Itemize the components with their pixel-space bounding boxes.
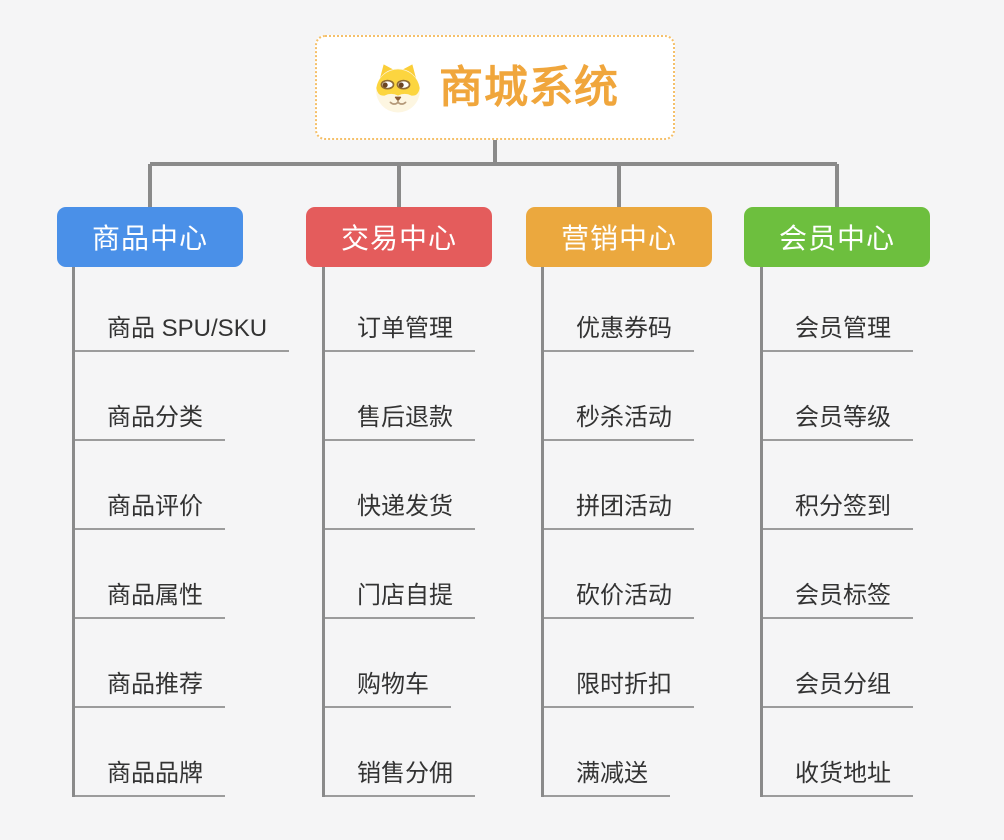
branch-node-marketing-center[interactable]: 营销中心 [526,207,712,267]
child-node[interactable]: 砍价活动 [544,530,694,619]
child-node[interactable]: 商品推荐 [75,619,225,708]
branch-children-member-center: 会员管理 会员等级 积分签到 会员标签 会员分组 收货地址 [760,267,913,797]
child-node[interactable]: 满减送 [544,708,670,797]
branch-children-marketing-center: 优惠券码 秒杀活动 拼团活动 砍价活动 限时折扣 满减送 [541,267,694,797]
child-node[interactable]: 拼团活动 [544,441,694,530]
child-node[interactable]: 会员等级 [763,352,913,441]
branch-children-trade-center: 订单管理 售后退款 快递发货 门店自提 购物车 销售分佣 [322,267,475,797]
child-node[interactable]: 销售分佣 [325,708,475,797]
child-node[interactable]: 快递发货 [325,441,475,530]
child-node[interactable]: 会员标签 [763,530,913,619]
child-node[interactable]: 收货地址 [763,708,913,797]
child-node[interactable]: 积分签到 [763,441,913,530]
child-node[interactable]: 商品评价 [75,441,225,530]
child-node[interactable]: 订单管理 [325,267,475,352]
branch-node-member-center[interactable]: 会员中心 [744,207,930,267]
child-node[interactable]: 商品分类 [75,352,225,441]
branch-node-product-center[interactable]: 商品中心 [57,207,243,267]
child-node[interactable]: 商品属性 [75,530,225,619]
root-node[interactable]: 商城系统 [315,35,675,140]
child-node[interactable]: 限时折扣 [544,619,694,708]
branch-children-product-center: 商品 SPU/SKU 商品分类 商品评价 商品属性 商品推荐 商品品牌 [72,267,290,797]
child-node[interactable]: 优惠券码 [544,267,694,352]
branch-node-trade-center[interactable]: 交易中心 [306,207,492,267]
child-node[interactable]: 购物车 [325,619,451,708]
child-node[interactable]: 门店自提 [325,530,475,619]
child-node[interactable]: 商品品牌 [75,708,225,797]
root-title: 商城系统 [439,62,619,112]
child-node[interactable]: 秒杀活动 [544,352,694,441]
child-node[interactable]: 售后退款 [325,352,475,441]
child-node[interactable]: 商品 SPU/SKU [75,267,290,352]
child-node[interactable]: 会员管理 [763,267,913,352]
child-node[interactable]: 会员分组 [763,619,913,708]
shiba-dog-icon [371,61,425,115]
